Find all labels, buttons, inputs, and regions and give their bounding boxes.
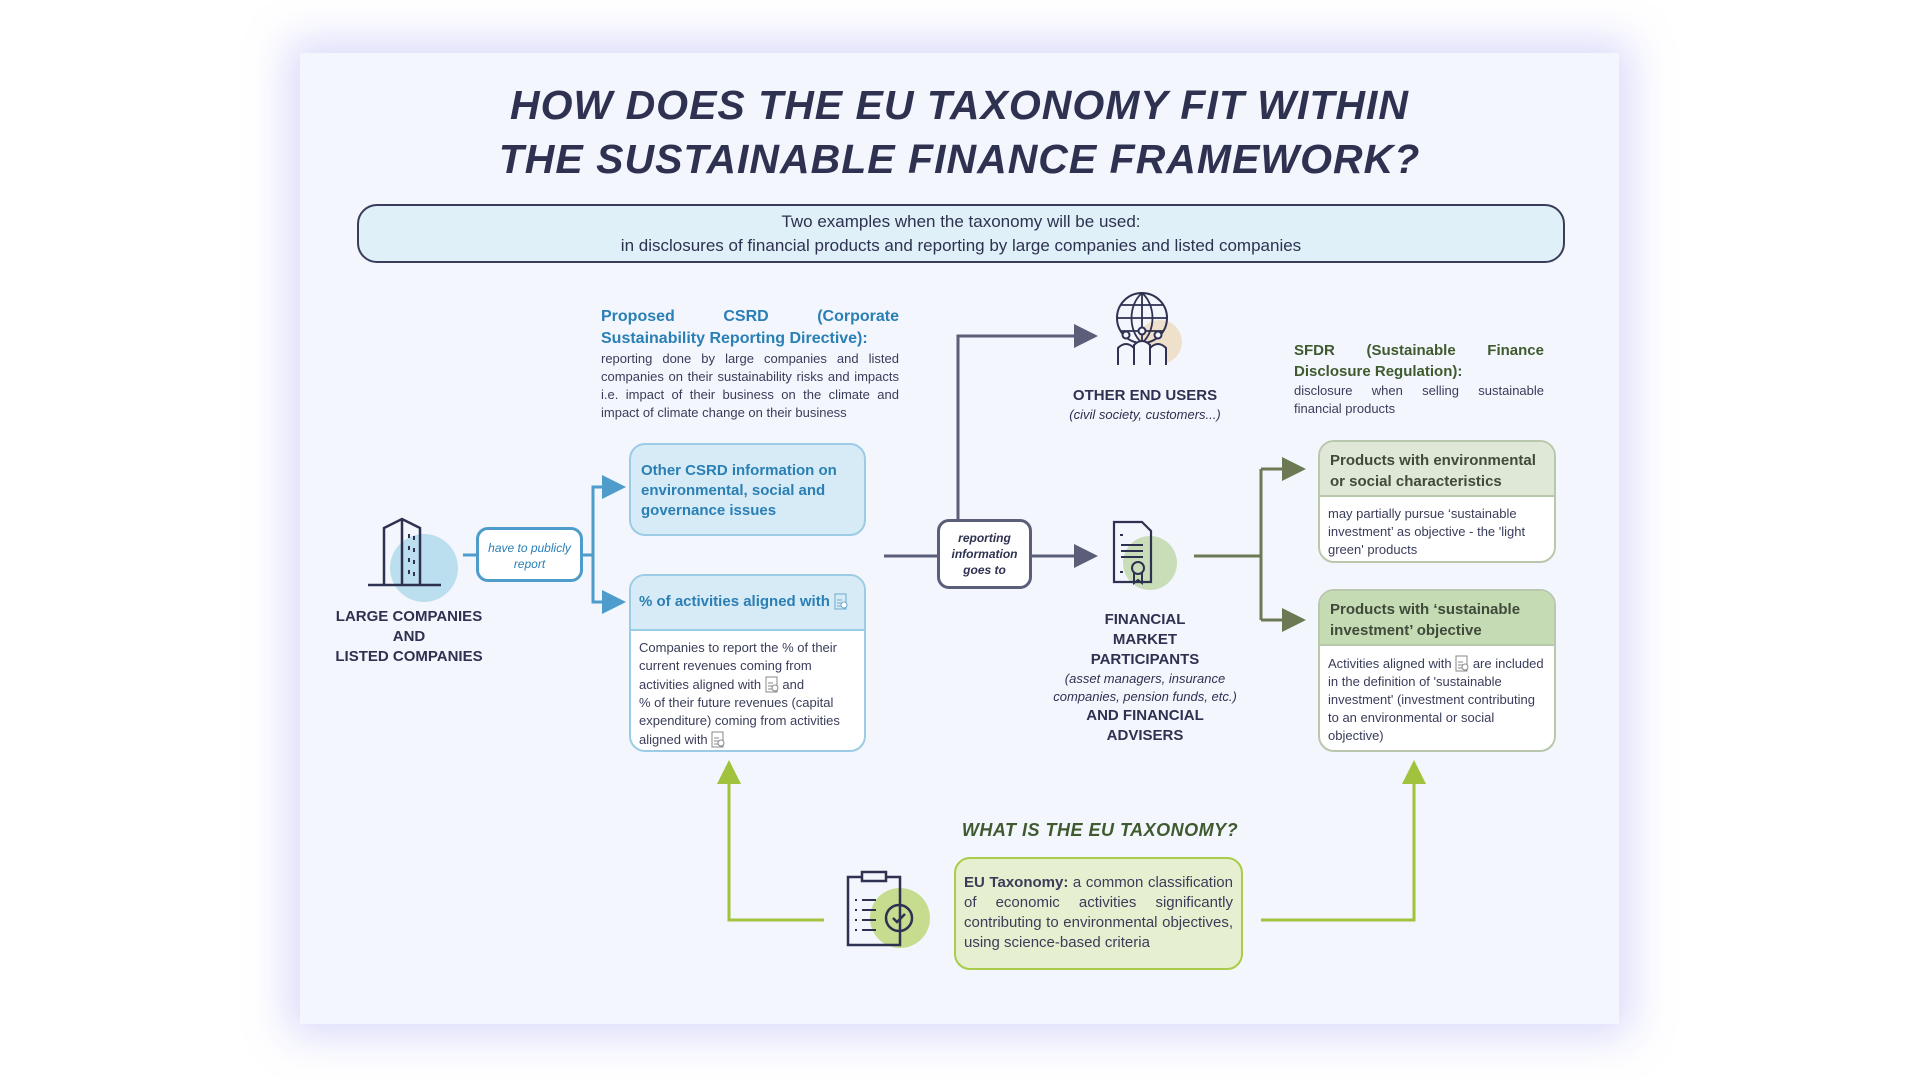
end-users-label: OTHER END USERS(civil society, customers… [1069, 387, 1221, 422]
building-icon [368, 517, 458, 602]
products-objective-box: Products with ‘sustainable investment’ o… [1318, 589, 1556, 752]
globe-people-icon [1116, 292, 1182, 365]
certificate-document-icon [1112, 520, 1177, 590]
taxonomy-definition-box: EU Taxonomy: a common classification of … [954, 857, 1243, 970]
aligned-activities-box: % of activities aligned with Companies t… [629, 574, 866, 752]
reporting-info-label: reporting information goes to [937, 519, 1032, 589]
arrow-taxonomy-to-sfdr [1261, 760, 1426, 922]
arrow-to-other-csrd [591, 475, 626, 555]
line-fmp-split [1194, 469, 1263, 620]
clipboard-check-icon [846, 870, 930, 948]
arrow-to-end-users [956, 324, 1098, 519]
taxonomy-icon [711, 731, 725, 748]
csrd-description: Proposed CSRD (Corporate Sustainability … [601, 308, 899, 420]
taxonomy-heading: WHAT IS THE EU TAXONOMY? [961, 820, 1239, 840]
have-to-report-label: have to publicly report [476, 527, 583, 582]
products-characteristics-box: Products with environmental or social ch… [1318, 440, 1556, 563]
taxonomy-icon [765, 676, 779, 693]
taxonomy-icon [834, 593, 848, 610]
arrow-to-aligned [591, 555, 626, 614]
other-csrd-box: Other CSRD information on environmental,… [629, 443, 866, 536]
arrow-taxonomy-to-csrd [717, 760, 824, 922]
sfdr-description: SFDR (Sustainable Finance Disclosure Reg… [1294, 342, 1544, 416]
taxonomy-icon [1455, 655, 1469, 672]
usage-banner: Two examples when the taxonomy will be u… [357, 204, 1565, 263]
